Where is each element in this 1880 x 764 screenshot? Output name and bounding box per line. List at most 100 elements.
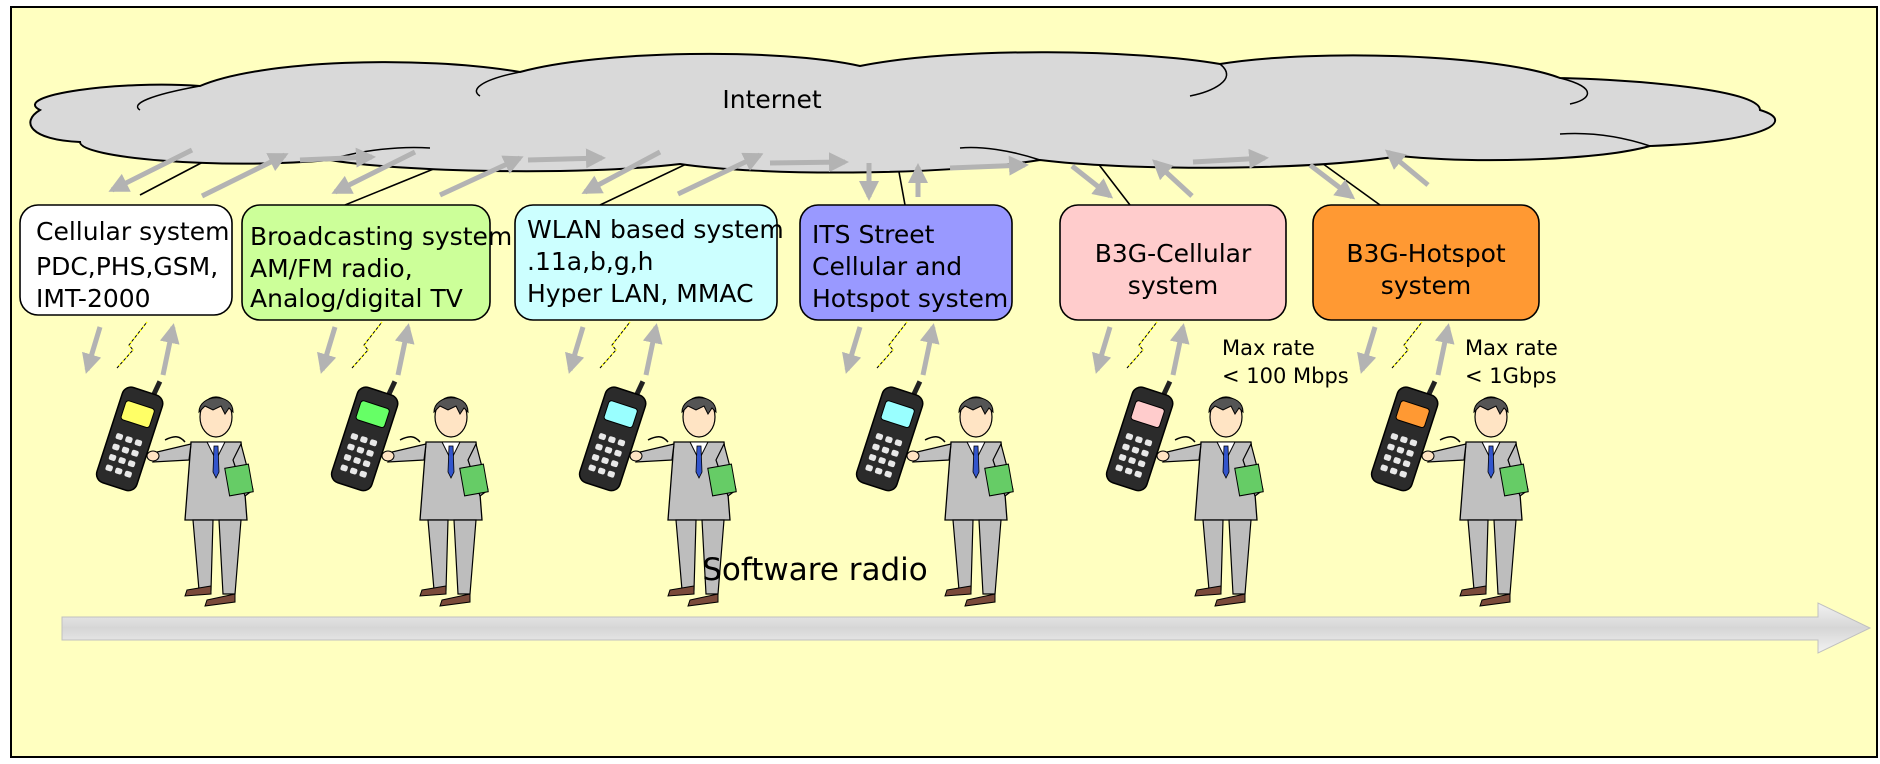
user-with-phone [1105, 380, 1264, 607]
system-box-label: B3G-Hotspot [1346, 239, 1506, 268]
system-box-label: B3G-Cellular [1095, 239, 1252, 268]
user-with-phone [578, 380, 737, 607]
downlink-arrow-icon [82, 326, 103, 374]
wireless-links [82, 321, 1455, 376]
uplink-arrow-icon [642, 323, 663, 376]
mobile-phone-icon [1370, 380, 1439, 492]
uplink-arrow-icon [1169, 323, 1190, 376]
arrow-icon [299, 147, 376, 168]
uplink-arrow-icon [919, 323, 940, 376]
system-box-shape [19, 204, 233, 316]
person-icon [381, 396, 489, 607]
arrow-icon [331, 149, 417, 195]
system-box-label: ITS Street [812, 220, 935, 249]
signal-bolt-icon [1391, 321, 1423, 369]
system-box-label: PDC,PHS,GSM, [36, 252, 218, 281]
arrow-icon [1070, 164, 1114, 199]
internet-label: Internet [722, 85, 821, 114]
arrow-icon [581, 149, 662, 195]
person-icon [1421, 396, 1529, 607]
wireless-link [1357, 321, 1455, 376]
system-box: B3G-Cellular system [1059, 204, 1287, 321]
user-with-phone [95, 380, 254, 607]
arrow-icon [200, 152, 289, 199]
system-box-label: system [1381, 271, 1471, 300]
downlink-arrow-icon [842, 326, 863, 374]
system-box-label: Cellular system [36, 217, 229, 246]
system-box-label: Broadcasting system [250, 222, 512, 251]
system-box-label: Analog/digital TV [250, 284, 463, 313]
user-with-phone [1370, 380, 1529, 607]
rate-note-label: Max rate [1465, 336, 1558, 360]
users [95, 380, 1529, 607]
cloud-arrows [108, 147, 1430, 201]
arrow-icon [1308, 163, 1356, 200]
rate-notes: Max rate < 100 Mbps Max rate < 1Gbps [1222, 336, 1558, 388]
signal-bolt-icon [351, 321, 383, 369]
wireless-link [82, 321, 180, 376]
uplink-arrow-icon [159, 323, 180, 376]
user-with-phone [330, 380, 489, 607]
system-box-label: system [1128, 271, 1218, 300]
software-radio-label: Software radio [702, 552, 928, 588]
wireless-link [317, 321, 415, 376]
rate-note: Max rate < 100 Mbps [1222, 336, 1349, 388]
arrow-icon [438, 155, 524, 198]
person-icon [146, 396, 254, 607]
system-box-label: AM/FM radio, [250, 254, 413, 283]
internet-cloud: Internet [29, 51, 1777, 174]
rate-note-label: Max rate [1222, 336, 1315, 360]
arrow-icon [1192, 148, 1269, 169]
wireless-link [1092, 321, 1190, 376]
person-icon [1156, 396, 1264, 607]
downlink-arrow-icon [565, 326, 586, 374]
person-icon [629, 396, 737, 607]
rate-note-label: < 1Gbps [1465, 364, 1557, 388]
system-box-label: Hyper LAN, MMAC [527, 279, 754, 308]
arrow-icon [769, 152, 849, 173]
downlink-arrow-icon [317, 326, 338, 374]
mobile-phone-icon [95, 380, 164, 492]
signal-bolt-icon [599, 321, 631, 369]
system-box-shape [1312, 204, 1540, 321]
wireless-link [842, 321, 940, 376]
system-box-shape [1059, 204, 1287, 321]
arrow-icon [1152, 159, 1194, 198]
signal-bolt-icon [1126, 321, 1158, 369]
system-box-shape [241, 204, 491, 321]
mobile-phone-icon [578, 380, 647, 492]
system-box-shape [799, 204, 1013, 321]
rate-note-label: < 100 Mbps [1222, 364, 1349, 388]
system-box-shape [514, 204, 778, 321]
downlink-arrow-icon [1357, 326, 1378, 374]
system-box-label: Cellular and [812, 252, 962, 281]
mobile-phone-icon [1105, 380, 1174, 492]
mobile-phone-icon [330, 380, 399, 492]
signal-bolt-icon [876, 321, 908, 369]
arrow-icon [949, 155, 1029, 176]
uplink-arrow-icon [1434, 323, 1455, 376]
wireless-link [565, 321, 663, 376]
system-box-label: WLAN based system [527, 215, 784, 244]
system-box-label: IMT-2000 [36, 284, 151, 313]
system-box: B3G-Hotspot system [1312, 204, 1540, 321]
system-box-label: Hotspot system [812, 284, 1008, 313]
arrow-icon [676, 152, 764, 197]
rate-note: Max rate < 1Gbps [1465, 336, 1558, 388]
downlink-arrow-icon [1092, 326, 1113, 374]
person-icon [906, 396, 1014, 607]
system-box-label: .11a,b,g,h [527, 247, 654, 276]
signal-bolt-icon [116, 321, 148, 369]
software-radio-band [61, 602, 1872, 654]
mobile-phone-icon [855, 380, 924, 492]
user-with-phone [855, 380, 1014, 607]
arrow-icon [1384, 149, 1430, 187]
uplink-arrow-icon [394, 323, 415, 376]
